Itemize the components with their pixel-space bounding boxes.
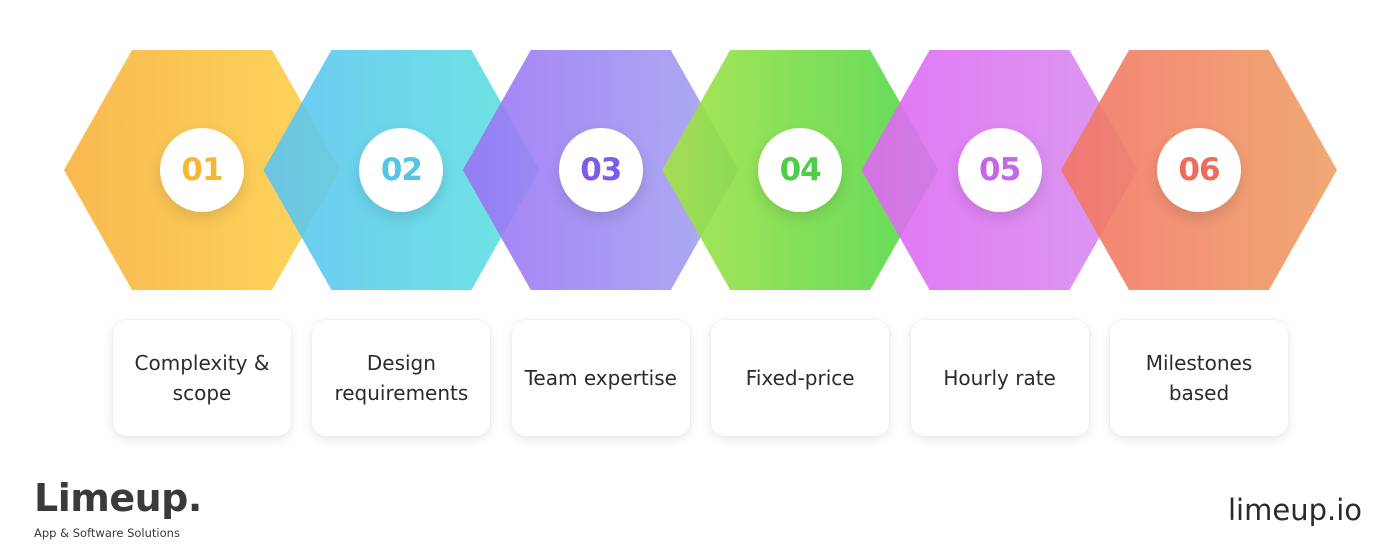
logo-tagline: App & Software Solutions [34, 526, 180, 540]
step-card: Team expertise [511, 320, 690, 436]
step-label: Design requirements [334, 351, 469, 405]
step-number-badge: 02 [359, 128, 444, 212]
step-label: Team expertise [524, 366, 677, 390]
step-label: Hourly rate [943, 366, 1056, 390]
step-number-badge: 06 [1157, 128, 1241, 212]
step-number-badge: 03 [558, 128, 643, 212]
step-label: Milestones based [1145, 351, 1253, 405]
step-card: Fixed-price [711, 320, 890, 436]
step-number-badge: 01 [160, 128, 244, 212]
step-card: Hourly rate [910, 320, 1089, 436]
step-card: Design requirements [312, 320, 491, 436]
step-card: Milestones based [1110, 320, 1288, 436]
step-label: Complexity & scope [134, 351, 270, 405]
logo-wordmark: Limeup. [34, 476, 202, 520]
website-url: limeup.io [1227, 493, 1362, 527]
step-card: Complexity & scope [113, 320, 291, 436]
step-label: Fixed-price [745, 366, 855, 390]
limeup-logo: Limeup. App & Software Solutions [34, 478, 202, 540]
step-number-badge: 05 [957, 128, 1042, 212]
step-number-badge: 04 [758, 128, 843, 212]
